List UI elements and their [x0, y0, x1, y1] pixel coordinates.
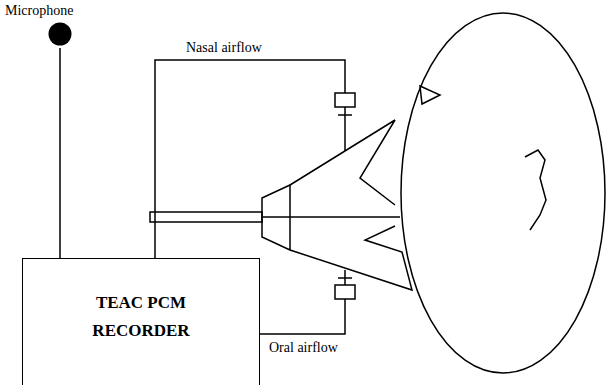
oral-transducer [335, 285, 355, 299]
recorder-box: TEAC PCM RECORDER [22, 258, 260, 385]
eye-mark [420, 86, 440, 104]
nasal-wire [155, 60, 345, 258]
mask-septum [262, 216, 400, 218]
microphone: Microphone [2, 2, 102, 48]
ear [525, 150, 546, 230]
nasal-transducer [335, 93, 355, 107]
connector-wire [59, 48, 61, 258]
mask-upper-edge [290, 120, 395, 205]
microphone-label: Microphone [5, 2, 73, 19]
signal-label: Oral airflow [268, 340, 339, 356]
mask-lower-edge [290, 226, 412, 290]
signal-label: Nasal airflow [185, 40, 263, 56]
oral-wire [260, 299, 345, 334]
oral-tap [338, 270, 352, 285]
microphone-symbol [48, 22, 72, 46]
microphone-head [49, 23, 72, 46]
mask-stem [150, 212, 262, 222]
recorder-name: TEAC PCM RECORDER [92, 289, 189, 345]
head-outline [401, 13, 605, 373]
nasal-tap [338, 107, 352, 151]
